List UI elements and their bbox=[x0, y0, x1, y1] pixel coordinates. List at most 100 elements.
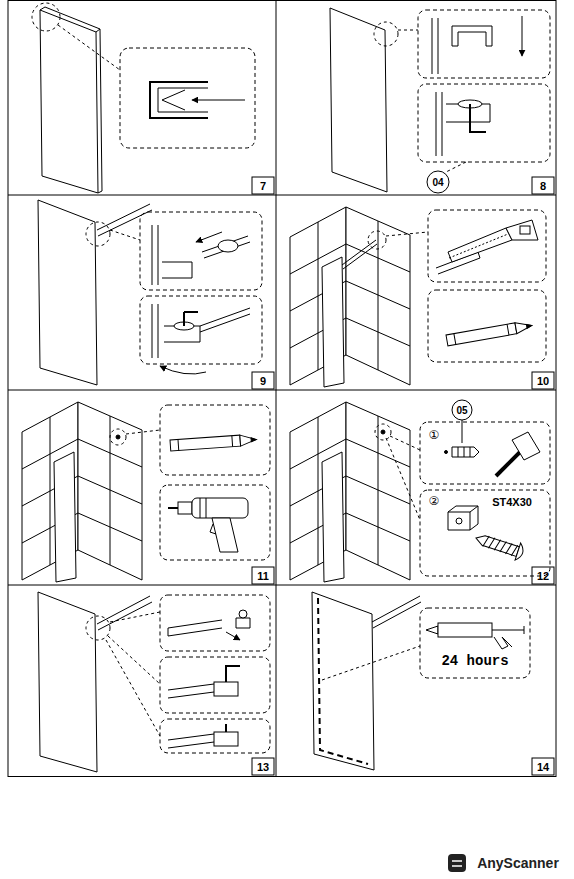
step-8-drawing-part bbox=[432, 18, 438, 74]
step-10-drawing-part bbox=[449, 234, 508, 258]
step-number: 9 bbox=[260, 375, 266, 387]
step-13-drawing-part bbox=[160, 719, 270, 753]
step-14-drawing-part bbox=[426, 626, 438, 634]
step-9-drawing-part bbox=[110, 230, 140, 240]
step-number-frames-part bbox=[252, 567, 274, 584]
step-12-drawing-part bbox=[512, 432, 540, 460]
step-11-drawing-part bbox=[160, 485, 270, 560]
step-12-drawing-part bbox=[458, 447, 470, 457]
step-number: 11 bbox=[257, 570, 269, 582]
step-13-drawing-part bbox=[97, 596, 152, 630]
step-13-drawing-part bbox=[168, 620, 222, 636]
step-8-drawing-part bbox=[398, 30, 418, 31]
step-12-drawing-part bbox=[452, 400, 472, 420]
step-14-drawing-part bbox=[372, 596, 421, 628]
step-14-drawing-part bbox=[322, 646, 420, 680]
step-12-drawing-part bbox=[390, 436, 420, 450]
step-11-drawing bbox=[22, 402, 270, 582]
step-12-drawing-part bbox=[420, 490, 550, 576]
step-13-drawing-part bbox=[168, 684, 214, 698]
step-9-drawing-part bbox=[162, 262, 192, 278]
callout-number: 04 bbox=[432, 177, 443, 188]
step-10-drawing-part bbox=[342, 240, 377, 269]
step-12-drawing-part bbox=[290, 402, 410, 580]
sub-step-number-holder: ② bbox=[425, 492, 443, 510]
step-8-drawing-part bbox=[436, 92, 442, 156]
step-13-drawing-part bbox=[160, 657, 270, 713]
step-13-drawing-part bbox=[214, 732, 238, 746]
step-8-drawing-part bbox=[330, 8, 387, 192]
step-13-drawing-part bbox=[108, 636, 160, 684]
step-7-drawing-part bbox=[120, 48, 255, 148]
screw-size: ST4X30 bbox=[492, 496, 532, 508]
step-number-frames-part bbox=[532, 758, 554, 775]
step-11-drawing-part bbox=[22, 402, 142, 580]
step-8-drawing-part bbox=[418, 84, 550, 162]
step-13-drawing-part bbox=[38, 592, 97, 772]
step-10-drawing-part bbox=[322, 257, 344, 387]
step-10-drawing-part bbox=[368, 231, 386, 249]
step-10-drawing-part bbox=[428, 290, 546, 362]
step-14-drawing-part bbox=[318, 598, 368, 764]
step-9-drawing bbox=[38, 200, 262, 385]
step-10-drawing-part bbox=[448, 228, 512, 262]
step-number-holder: 10 bbox=[532, 372, 554, 389]
step-12-drawing-part-part bbox=[515, 543, 525, 562]
sub-step-number: ① bbox=[429, 428, 440, 442]
step-12-drawing-part bbox=[462, 420, 463, 443]
step-13-drawing-part bbox=[160, 595, 270, 651]
step-8-drawing-part bbox=[418, 10, 550, 78]
screw-size-holder: ST4X30 bbox=[480, 494, 544, 510]
step-number-holder: 12 bbox=[532, 567, 554, 584]
step-10-drawing-part bbox=[446, 320, 533, 346]
page-frame-part bbox=[8, 0, 556, 776]
step-9-drawing-part bbox=[152, 304, 158, 358]
step-number-frames-part bbox=[532, 567, 554, 584]
sub-step-number-holder: ① bbox=[425, 426, 443, 444]
step-number-frames bbox=[252, 177, 554, 775]
step-number-holder: 13 bbox=[252, 758, 274, 775]
step-9-drawing-part bbox=[97, 204, 152, 236]
step-10-drawing-part bbox=[386, 232, 428, 236]
step-10-drawing bbox=[290, 207, 546, 387]
step-8-drawing-part bbox=[470, 104, 486, 132]
step-11-drawing-part bbox=[192, 498, 248, 518]
step-12-drawing-part bbox=[420, 422, 550, 484]
step-10-drawing-part bbox=[506, 220, 538, 240]
step-13-drawing-part bbox=[239, 610, 247, 618]
step-number-holder: 14 bbox=[532, 758, 554, 775]
step-12-drawing-part-part bbox=[474, 533, 519, 556]
step-9-drawing-part bbox=[86, 222, 110, 246]
step-number: 12 bbox=[537, 570, 549, 582]
step-10-drawing-part bbox=[290, 207, 410, 385]
step-13-drawing-part bbox=[168, 734, 214, 748]
step-7-drawing-part bbox=[32, 3, 60, 31]
cure-time-note: 24 hours bbox=[441, 653, 508, 669]
watermark-holder: AnyScanner bbox=[470, 853, 566, 873]
step-14-drawing-part bbox=[494, 637, 512, 649]
step-13-drawing-part bbox=[106, 640, 160, 736]
step-number-frames-part bbox=[532, 372, 554, 389]
step-9-drawing-part bbox=[218, 240, 238, 252]
step-11-drawing-part bbox=[178, 502, 192, 514]
step-14-drawing bbox=[312, 592, 530, 770]
step-number: 10 bbox=[537, 375, 549, 387]
callout-number: 05 bbox=[456, 405, 467, 416]
step-7-drawing-part bbox=[192, 100, 245, 101]
step-number-frames-part bbox=[252, 758, 274, 775]
step-12-drawing-part bbox=[386, 438, 420, 520]
step-11-drawing-part bbox=[110, 429, 126, 445]
scanner-app-icon bbox=[448, 854, 466, 872]
step-11-drawing-part bbox=[126, 430, 160, 434]
step-number-holder: 9 bbox=[252, 372, 274, 389]
step-11-drawing-part bbox=[160, 405, 270, 475]
step-9-drawing-part bbox=[196, 232, 222, 242]
step-7-drawing-part bbox=[40, 7, 102, 193]
callout-number-holder: 04 bbox=[427, 175, 449, 189]
step-8-drawing-part bbox=[522, 16, 523, 56]
step-11-drawing-part bbox=[116, 435, 120, 439]
step-7-drawing bbox=[32, 3, 255, 193]
